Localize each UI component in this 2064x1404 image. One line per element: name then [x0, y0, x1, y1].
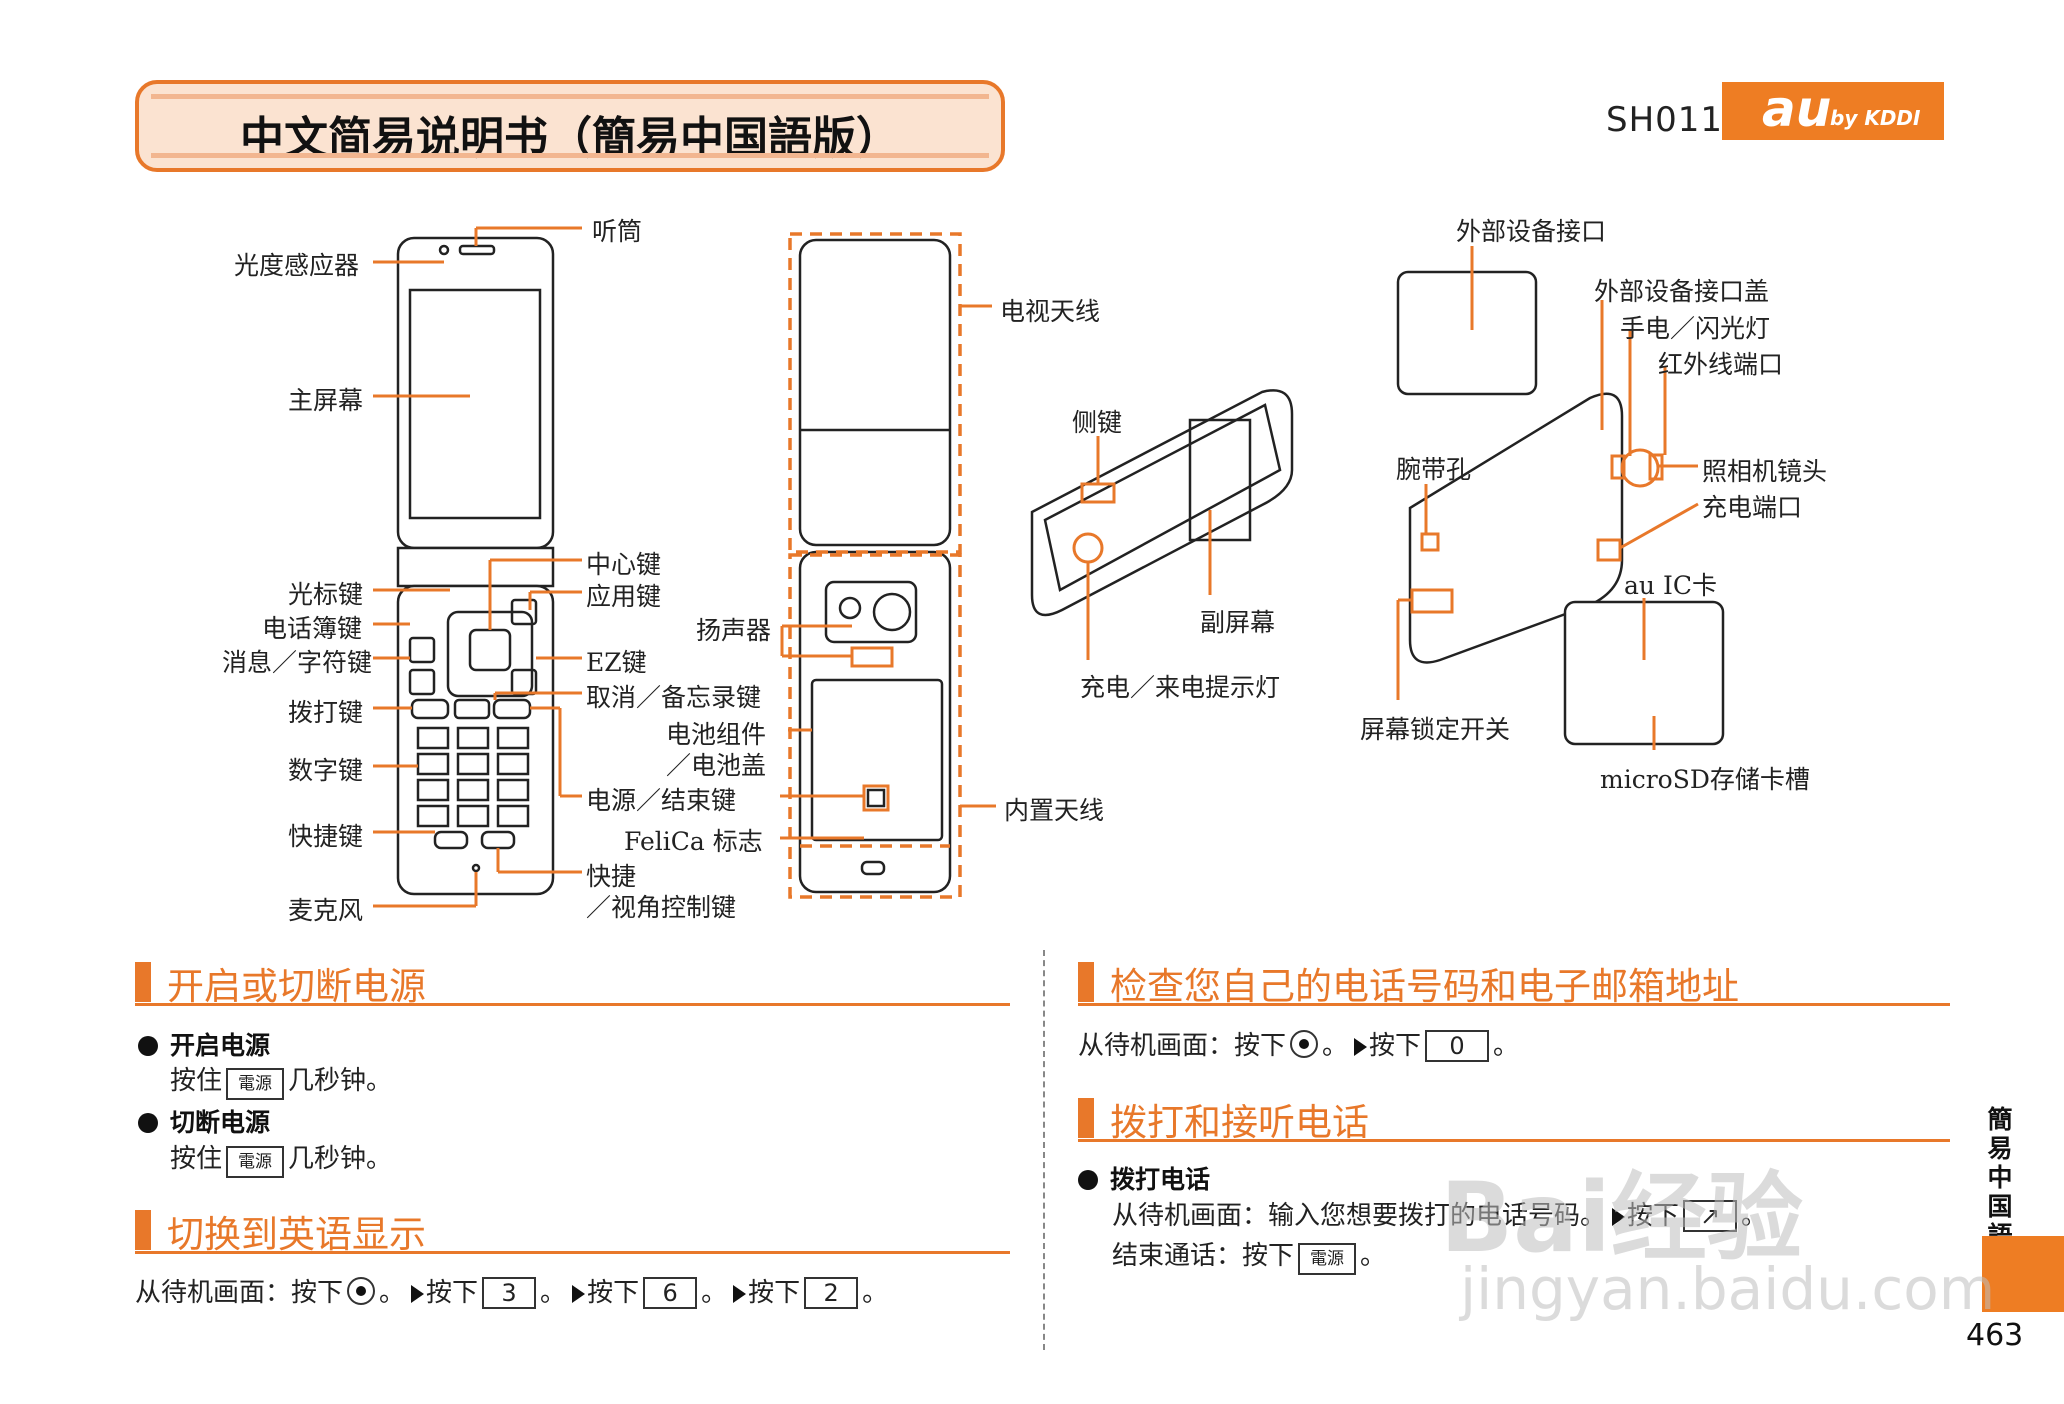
power-key-icon: 電源: [1298, 1243, 1357, 1275]
column-divider: [1043, 950, 1045, 1350]
battery-cover: [810, 678, 944, 842]
label-side-key: 侧键: [1072, 408, 1123, 437]
label-felica: FeliCa 标志: [624, 827, 763, 856]
label-cursor-key: 光标键: [288, 580, 364, 609]
section-check-heading: 检查您自己的电话号码和电子邮箱地址: [1078, 962, 1950, 1008]
label-app-key: 应用键: [586, 582, 662, 611]
torch-highlight: [1610, 454, 1626, 480]
arrow-icon: [411, 1285, 425, 1303]
camera-module: [824, 580, 918, 644]
call-bullet: 拨打电话: [1078, 1160, 1210, 1196]
label-tv-antenna: 电视天线: [1000, 297, 1101, 326]
power-key-icon: 電源: [226, 1068, 285, 1100]
label-au-ic-card: au IC卡: [1624, 571, 1717, 600]
front-bottom-body: [396, 584, 555, 896]
side-phone-body: [1408, 392, 1624, 664]
msg-key-shape: [408, 668, 436, 696]
back-bottom-body: [798, 550, 952, 894]
arrow-icon: [1612, 1208, 1626, 1226]
call-line2: 结束通话：按下電源。: [1112, 1235, 1386, 1275]
label-strap-hole: 腕带孔: [1396, 455, 1472, 484]
phone-diagrams: [373, 226, 1725, 908]
shortcut-key-shape: [433, 830, 469, 850]
baidu-watermark: Bai经验: [1440, 1162, 1803, 1274]
internal-antenna-outline: [788, 553, 962, 899]
side-tab-block: [1982, 1236, 2064, 1312]
number-keypad: [416, 726, 530, 828]
power-off-title: 切断电源: [138, 1103, 270, 1139]
label-quick-line2: ／视角控制键: [586, 893, 737, 922]
center-key-icon: [347, 1277, 376, 1305]
label-charge-port: 充电端口: [1702, 493, 1803, 522]
label-message-key: 消息／字符键: [222, 648, 373, 677]
power-on-body: 按住電源几秒钟。: [170, 1060, 392, 1100]
strap-hole-highlight: [1420, 532, 1440, 552]
logo-au: au: [1762, 80, 1832, 138]
mic-dot: [471, 863, 481, 873]
arrow-icon: [1354, 1038, 1368, 1056]
ext-port-inset: [1396, 270, 1538, 396]
label-power-end-key: 电源／结束键: [586, 786, 737, 815]
label-camera-lens: 照相机镜头: [1702, 457, 1828, 486]
arrow-icon: [733, 1285, 747, 1303]
label-light-sensor: 光度感应器: [234, 251, 360, 280]
call-line1: 从待机画面：输入您想要拨打的电话号码。按下↗。: [1112, 1200, 1768, 1232]
label-ext-port: 外部设备接口: [1456, 217, 1607, 246]
label-battery-line2: ／电池盖: [666, 751, 767, 780]
page-number: 463: [1966, 1318, 2024, 1353]
power-off-body: 按住電源几秒钟。: [170, 1138, 392, 1178]
section-call-heading: 拨打和接听电话: [1078, 1098, 1950, 1144]
label-main-screen: 主屏幕: [288, 386, 364, 415]
felica-mark: [866, 788, 886, 808]
arrow-icon: [572, 1285, 586, 1303]
call-key-icon: ↗: [1683, 1200, 1738, 1232]
label-speaker: 扬声器: [696, 616, 772, 645]
label-number-keys: 数字键: [288, 756, 364, 785]
label-ext-cover: 外部设备接口盖: [1594, 277, 1770, 306]
closed-phone-body: [1030, 389, 1294, 617]
hinge: [396, 546, 555, 588]
model-number: SH011: [1606, 100, 1724, 140]
label-microphone: 麦克风: [288, 896, 364, 925]
label-cancel-key: 取消／备忘录键: [586, 683, 762, 712]
label-battery-line1: 电池组件: [666, 720, 767, 749]
section-english-heading: 切换到英语显示: [135, 1210, 1010, 1256]
charge-port-highlight: [1596, 538, 1622, 562]
light-sensor-dot: [438, 244, 450, 256]
felica-highlight: [862, 784, 890, 812]
tv-antenna-outline: [788, 232, 962, 554]
label-sub-screen: 副屏幕: [1200, 608, 1276, 637]
main-screen-rect: [408, 288, 542, 520]
label-earpiece: 听筒: [592, 217, 643, 246]
back-top-body: [798, 238, 952, 547]
phonebook-key-shape: [408, 636, 436, 664]
center-key-icon: [1290, 1030, 1319, 1058]
logo-kddi: by KDDI: [1830, 106, 1921, 130]
baidu-watermark-url: jingyan.baidu.com: [1460, 1255, 1996, 1323]
label-center-key: 中心键: [586, 550, 662, 579]
section-power-heading: 开启或切断电源: [135, 962, 1010, 1008]
au-kddi-logo: au by KDDI: [1722, 80, 1944, 140]
app-key-shape: [510, 598, 538, 626]
label-torch: 手电／闪光灯: [1620, 314, 1771, 343]
label-screen-lock: 屏幕锁定开关: [1360, 715, 1511, 744]
title-banner: 中文简易说明书（簡易中国語版）: [135, 80, 1005, 172]
label-charge-indicator: 充电／来电提示灯: [1080, 673, 1281, 702]
label-quick-line1: 快捷: [586, 862, 637, 891]
label-microsd: microSD存储卡槽: [1600, 765, 1810, 794]
label-phonebook-key: 电话簿键: [262, 614, 363, 643]
power-key-icon: 電源: [226, 1146, 285, 1178]
label-internal-antenna: 内置天线: [1004, 796, 1105, 825]
label-ez-key: EZ键: [586, 648, 647, 677]
power-on-title: 开启电源: [138, 1026, 270, 1062]
label-ir-port: 红外线端口: [1658, 350, 1784, 379]
camera-lens-highlight: [1620, 448, 1660, 488]
label-call-key: 拨打键: [288, 698, 364, 727]
side-tab-label: 簡易中国語: [1987, 1105, 2013, 1250]
label-shortcut-key: 快捷键: [288, 822, 364, 851]
